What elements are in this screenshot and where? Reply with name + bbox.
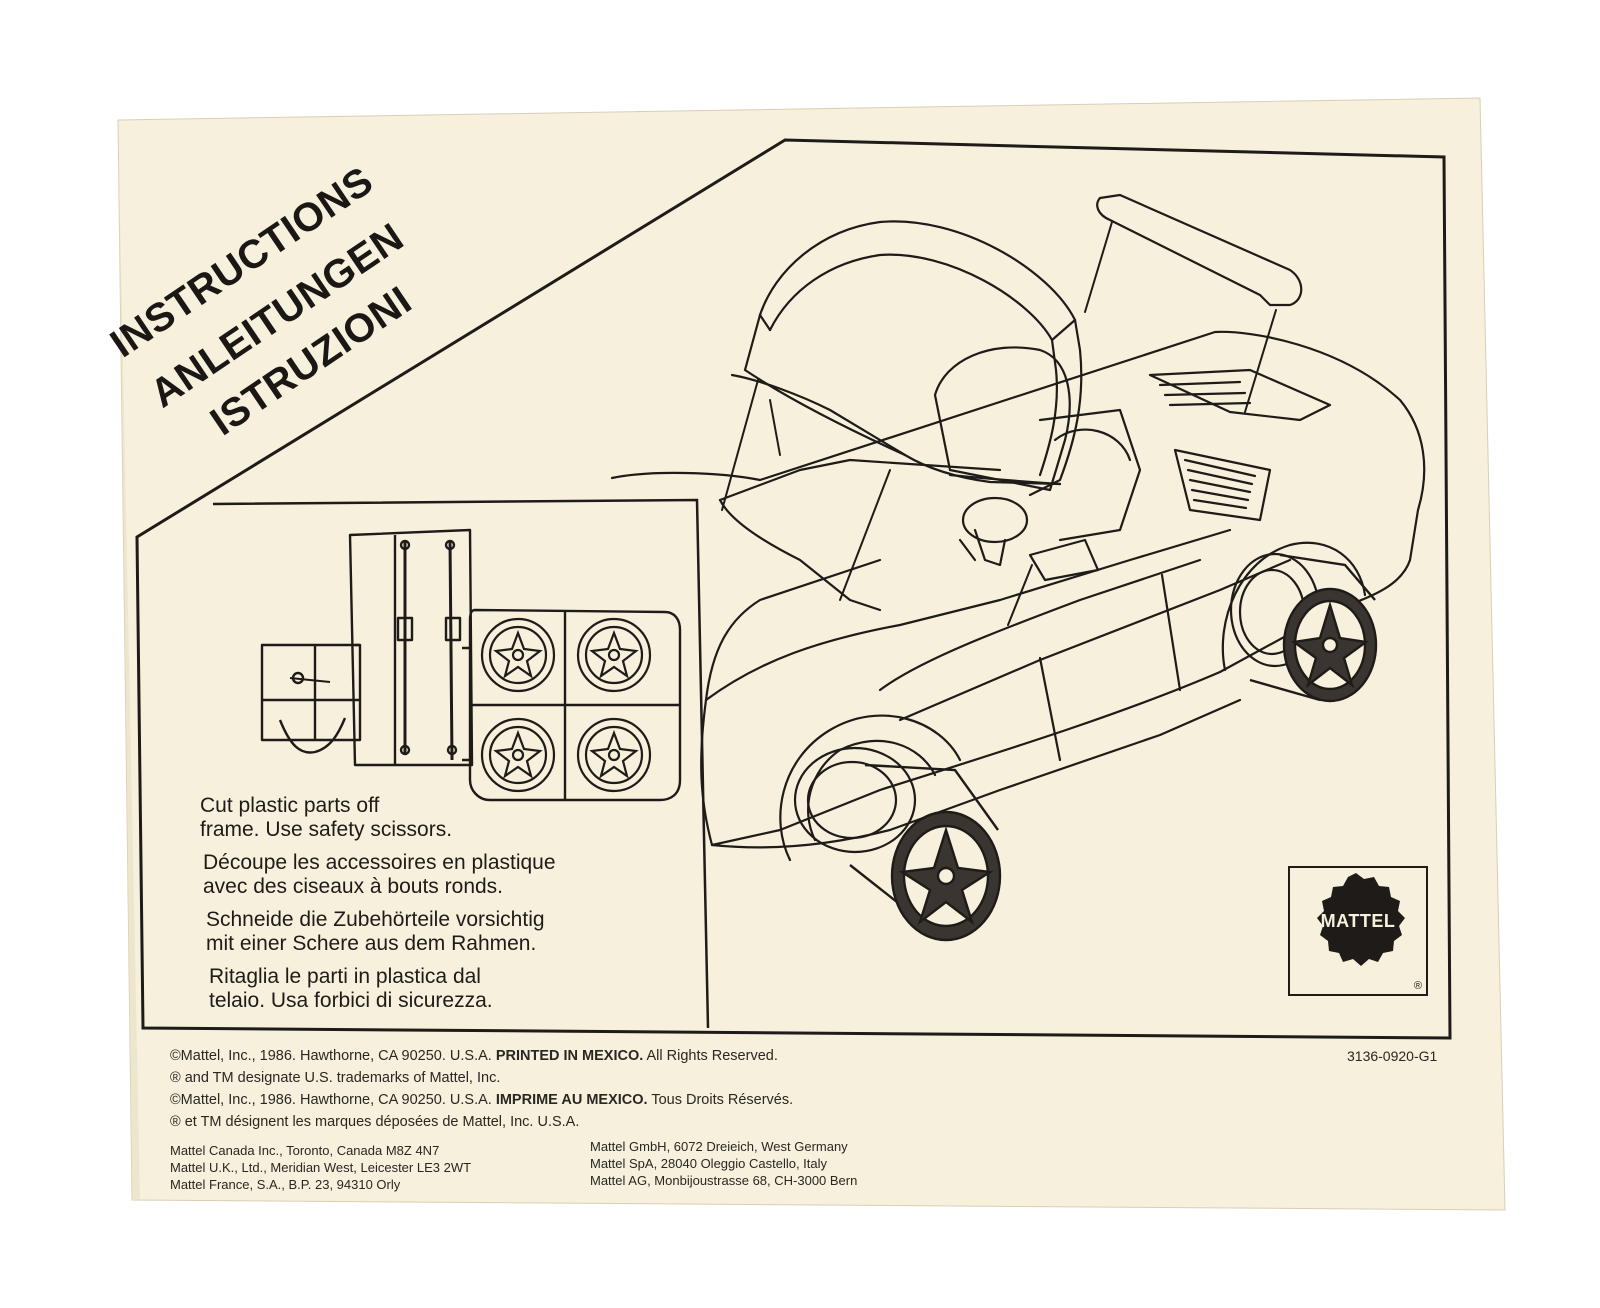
legal-line-1: ©Mattel, Inc., 1986. Hawthorne, CA 90250…	[170, 1046, 778, 1067]
car-illustration	[610, 193, 1426, 862]
instruction-german-line2: mit einer Schere aus dem Rahmen.	[206, 932, 537, 955]
address-canada: Mattel Canada Inc., Toronto, Canada M8Z …	[170, 1143, 440, 1158]
address-uk: Mattel U.K., Ltd., Meridian West, Leices…	[170, 1160, 472, 1175]
rear-wheel-detached	[1249, 553, 1378, 703]
instruction-french-line1: Découpe les accessoires en plastique	[203, 851, 556, 874]
instruction-italian-line1: Ritaglia le parti in plastica dal	[209, 965, 481, 988]
legal-line-3-post: Tous Droits Réservés.	[647, 1092, 794, 1108]
mattel-logo-text: MATTEL	[1320, 911, 1396, 931]
legal-line-1-post: All Rights Reserved.	[643, 1048, 778, 1064]
instruction-german-line1: Schneide die Zubehörteile vorsichtig	[206, 908, 545, 931]
parts-inset-frame	[212, 498, 710, 1029]
legal-line-2: ® and TM designate U.S. trademarks of Ma…	[170, 1070, 501, 1086]
legal-line-3-pre: ©Mattel, Inc., 1986. Hawthorne, CA 90250…	[170, 1092, 496, 1108]
legal-line-3: ©Mattel, Inc., 1986. Hawthorne, CA 90250…	[170, 1090, 793, 1111]
address-switzerland: Mattel AG, Monbijoustrasse 68, CH-3000 B…	[590, 1173, 858, 1188]
instruction-english-line1: Cut plastic parts off	[200, 794, 380, 817]
address-germany: Mattel GmbH, 6072 Dreieich, West Germany	[590, 1139, 848, 1154]
logo-registered-mark: ®	[1413, 980, 1422, 992]
mattel-logo-seal	[1317, 873, 1405, 966]
front-wheel-detached	[849, 763, 1002, 942]
parts-sprue	[260, 528, 682, 802]
instruction-italian-line2: telaio. Usa forbici di sicurezza.	[209, 989, 493, 1012]
address-france: Mattel France, S.A., B.P. 23, 94310 Orly	[170, 1177, 401, 1192]
paper-shading	[118, 120, 140, 1200]
legal-line-3-bold: IMPRIME AU MEXICO.	[495, 1092, 648, 1108]
instruction-english-line2: frame. Use safety scissors.	[200, 818, 453, 841]
sprue-wheels	[480, 617, 652, 793]
legal-line-1-bold: PRINTED IN MEXICO.	[495, 1048, 644, 1064]
part-code: 3136-0920-G1	[1347, 1048, 1438, 1064]
mattel-logo-box: MATTEL ®	[1288, 866, 1428, 996]
address-italy: Mattel SpA, 28040 Oleggio Castello, Ital…	[590, 1156, 828, 1171]
legal-line-4: ® et TM désignent les marques déposées d…	[170, 1114, 580, 1130]
legal-line-1-pre: ©Mattel, Inc., 1986. Hawthorne, CA 90250…	[170, 1048, 496, 1064]
instruction-french-line2: avec des ciseaux à bouts ronds.	[203, 875, 504, 898]
diagram-frame	[135, 138, 1452, 1040]
